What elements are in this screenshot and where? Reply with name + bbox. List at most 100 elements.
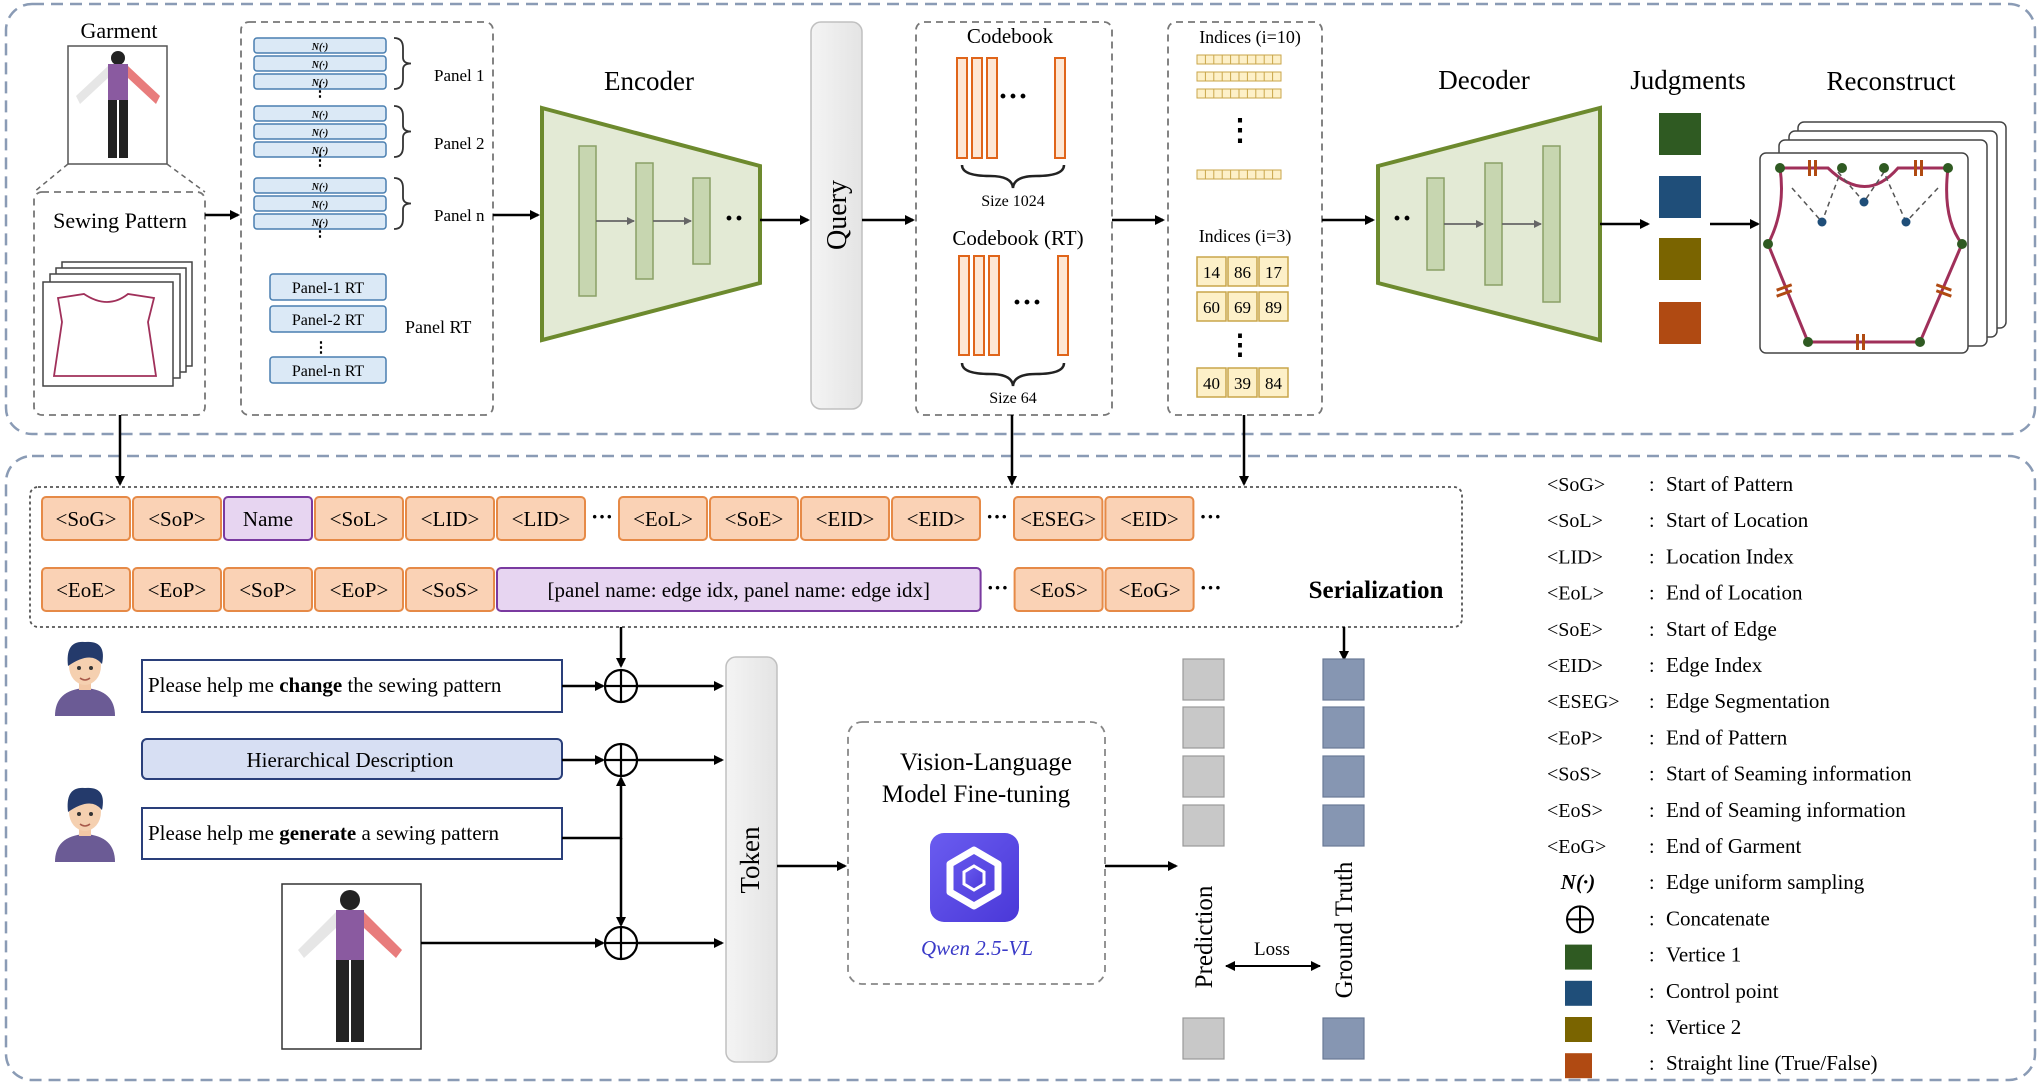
serialization-token-label: <ESEG> (1020, 507, 1096, 531)
reconstructed-pattern (1759, 121, 2007, 354)
index-cell (1196, 291, 1227, 322)
generate-prompt-box (141, 807, 563, 860)
ground-truth-cell (1322, 804, 1365, 847)
index-cell (1227, 256, 1258, 287)
codebook-rt-vector (988, 255, 1000, 356)
codebook-label: Codebook (967, 24, 1054, 48)
legend-separator: : (1649, 546, 1655, 568)
panel-sampling-box (240, 21, 494, 416)
serialization-token-label: <EID> (816, 507, 875, 531)
legend-key: <EID> (1547, 655, 1603, 677)
concat-symbol-2 (603, 742, 639, 778)
serialization-token (132, 567, 222, 612)
sampling-box (253, 123, 387, 140)
svg-text:⋮: ⋮ (1225, 114, 1255, 147)
legend-swatch (1565, 1053, 1592, 1079)
change-prompt-text: Please help me change the sewing pattern (148, 673, 502, 697)
legend-key: <EoP> (1547, 727, 1603, 749)
index-cell-value: 17 (1265, 263, 1283, 282)
query-bar (810, 21, 863, 410)
qwen-logo (930, 833, 1019, 922)
legend-description: End of Seaming information (1666, 798, 1906, 822)
reconstruct-label: Reconstruct (1827, 66, 1956, 96)
prediction-cell (1182, 755, 1225, 798)
serialization-token (132, 496, 222, 541)
garment-label: Garment (81, 18, 158, 43)
serialization-token (314, 567, 404, 612)
legend-separator: : (1649, 1017, 1655, 1039)
index-cell-value: 39 (1234, 374, 1251, 393)
serialization-token-label: <SoL> (330, 507, 389, 531)
serialization-token-label: <EID> (907, 507, 966, 531)
sampling-box-label: N(·) (311, 60, 328, 71)
serialization-token (41, 567, 131, 612)
legend-key: <SoG> (1547, 474, 1605, 496)
serialization-token-label: <EoP> (148, 578, 207, 602)
decoder-label: Decoder (1438, 65, 1529, 95)
serialization-token-label: <SoG> (55, 507, 116, 531)
judgment-swatch (1659, 176, 1701, 218)
legend-description: Start of Pattern (1666, 472, 1794, 496)
legend-description: Start of Seaming information (1666, 762, 1912, 786)
legend-key: <EoG> (1547, 836, 1606, 858)
legend-key: <ESEG> (1547, 691, 1620, 713)
legend-separator: : (1649, 800, 1655, 822)
vertical-ellipsis: ⋮ (313, 84, 328, 100)
codebook-rt-vector (973, 255, 985, 356)
legend-description: End of Location (1666, 581, 1803, 605)
index-cell (1196, 256, 1227, 287)
ground-truth-column (1322, 658, 1365, 1060)
legend-separator: : (1649, 727, 1655, 749)
judgments-label: Judgments (1630, 65, 1746, 95)
serialization-token (405, 567, 495, 612)
legend-description: Straight line (True/False) (1666, 1051, 1878, 1075)
legend-description: Edge Segmentation (1666, 689, 1830, 713)
serialization-row-1: <SoG><SoP>Name<SoL><LID><LID>···<EoL><So… (41, 496, 1221, 541)
loss-label: Loss (1254, 939, 1290, 960)
serialization-token (800, 496, 890, 541)
serialization-token (314, 496, 404, 541)
judgment-swatch (1659, 238, 1701, 280)
legend-key: <SoE> (1547, 619, 1603, 641)
serialization-token-label: <EoE> (56, 578, 116, 602)
legend-separator: : (1649, 474, 1655, 496)
sewing-pattern-box (33, 191, 206, 416)
serialization-token-label: <SoP> (239, 578, 297, 602)
garment-thumbnail (67, 45, 168, 165)
legend-separator: : (1649, 764, 1655, 786)
legend-separator: : (1649, 619, 1655, 641)
legend-key: <SoS> (1547, 764, 1602, 786)
indices-10-label: Indices (i=10) (1199, 27, 1301, 48)
svg-text:···: ··· (998, 80, 1028, 113)
panel-2-label: Panel 2 (434, 134, 485, 153)
panel-1-label: Panel 1 (434, 66, 485, 85)
serialization-token (405, 496, 495, 541)
judgment-swatch (1659, 113, 1701, 155)
legend-key: N(·) (1560, 870, 1595, 894)
index-cell (1258, 256, 1289, 287)
codebook-vector (956, 57, 968, 159)
sampling-box (253, 73, 387, 90)
serialization-token-label: Name (243, 507, 293, 531)
ground-truth-cell (1322, 1017, 1365, 1060)
serialization-token (223, 567, 313, 612)
panel-n-label: Panel n (434, 206, 485, 225)
rt-box (269, 356, 387, 384)
prediction-column (1182, 658, 1225, 1060)
rt-box-label: Panel-n RT (292, 363, 365, 380)
codebook-vector (1054, 57, 1066, 159)
sampling-box-label: N(·) (311, 200, 328, 211)
legend-separator: : (1649, 510, 1655, 532)
serialization-token-label: <SoP> (148, 507, 206, 531)
sampling-box (253, 213, 387, 230)
indices-10-strips (1196, 54, 1282, 180)
vlm-title-line-2: Model Fine-tuning (882, 781, 1071, 808)
legend-description: Start of Location (1666, 508, 1809, 532)
index-cell-value: 89 (1265, 298, 1282, 317)
legend-swatch (1565, 980, 1592, 1006)
codebook-rt-size: Size 64 (989, 390, 1037, 407)
legend-separator: : (1649, 836, 1655, 858)
serialization-name-token (496, 567, 982, 612)
